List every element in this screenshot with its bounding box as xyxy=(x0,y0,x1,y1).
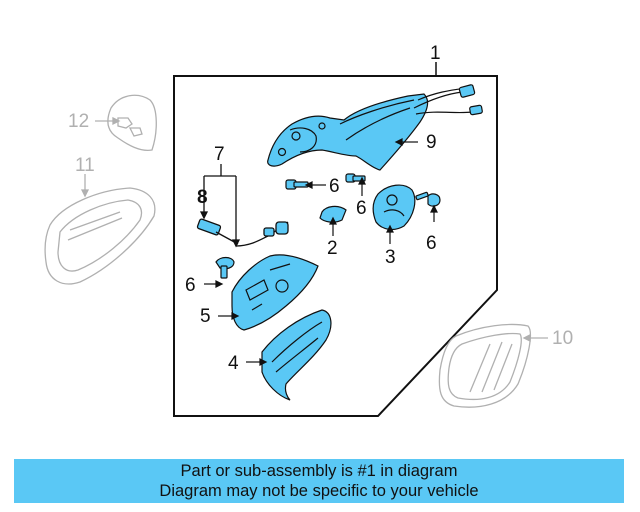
callout-6-b: 6 xyxy=(356,198,367,219)
callout-3: 3 xyxy=(385,247,396,268)
callout-6-a: 6 xyxy=(329,176,340,197)
callout-2: 2 xyxy=(327,238,338,259)
callout-1: 1 xyxy=(430,43,441,64)
assembly-outline xyxy=(173,75,498,417)
part-6-screw-c xyxy=(415,191,441,222)
callout-7: 7 xyxy=(214,144,225,165)
callout-11: 11 xyxy=(75,155,95,176)
part-5-housing xyxy=(218,254,319,331)
part-6-screw-d xyxy=(204,256,235,288)
callout-8: 8 xyxy=(197,187,208,208)
parts-diagram xyxy=(44,62,548,417)
ghost-part-10 xyxy=(438,323,548,408)
part-7-8-harness xyxy=(196,164,289,248)
ghost-part-12 xyxy=(95,94,157,151)
callout-5: 5 xyxy=(200,306,211,327)
callout-12: 12 xyxy=(68,111,90,132)
callout-6-c: 6 xyxy=(426,233,437,254)
part-9-mirror-base xyxy=(267,84,483,171)
part-4-lower-cover xyxy=(246,309,332,401)
callout-6-d: 6 xyxy=(185,275,196,296)
part-6-screw-b xyxy=(345,173,366,196)
part-2-cap xyxy=(319,205,347,236)
callout-10: 10 xyxy=(552,328,574,349)
callout-9: 9 xyxy=(426,132,437,153)
banner-line-2: Diagram may not be specific to your vehi… xyxy=(159,482,479,500)
part-6-screw-a xyxy=(285,179,326,190)
info-banner: Part or sub-assembly is #1 in diagram Di… xyxy=(14,459,624,503)
banner-line-1: Part or sub-assembly is #1 in diagram xyxy=(180,462,458,480)
ghost-part-11 xyxy=(44,174,156,285)
callout-4: 4 xyxy=(228,353,239,374)
part-3-motor xyxy=(372,184,416,244)
